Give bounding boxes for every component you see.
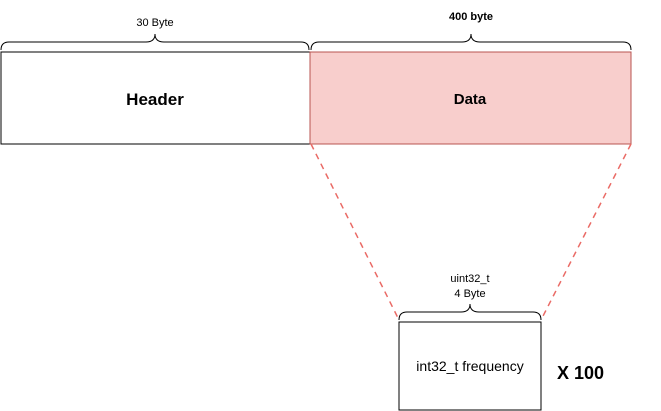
data-size-label: 400 byte bbox=[449, 11, 493, 23]
header-block-label: Header bbox=[126, 90, 184, 109]
element-size-brace bbox=[398, 303, 542, 321]
header-size-label: 30 Byte bbox=[136, 17, 173, 29]
zoom-connector-right bbox=[540, 143, 632, 321]
multiplier-label: X 100 bbox=[557, 363, 604, 383]
element-block bbox=[398, 321, 542, 411]
header-block bbox=[0, 51, 311, 145]
data-block-label: Data bbox=[454, 91, 487, 108]
element-type-label: uint32_t bbox=[450, 273, 489, 285]
element-size-label: 4 Byte bbox=[454, 288, 485, 300]
data-block bbox=[309, 51, 632, 145]
header-size-brace bbox=[0, 33, 310, 51]
zoom-connector-left bbox=[310, 143, 400, 321]
element-field-label: int32_t frequency bbox=[416, 358, 523, 374]
data-size-brace bbox=[310, 33, 632, 51]
